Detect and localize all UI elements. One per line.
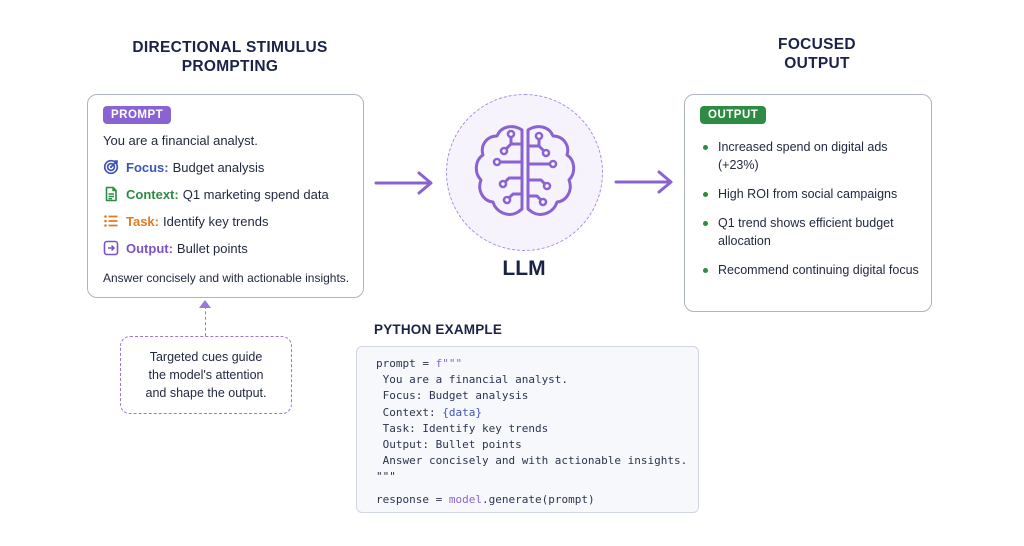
prompt-tag: PROMPT: [103, 106, 172, 124]
llm-circle: [446, 94, 603, 251]
code-text: prompt = f""" You are a financial analys…: [376, 356, 687, 508]
code-line: Task: Identify key trends: [376, 421, 549, 435]
focus-label: Focus:: [126, 159, 169, 175]
focus-row: Focus: Budget analysis: [103, 159, 264, 175]
task-value: Identify key trends: [163, 213, 269, 229]
list-item: Recommend continuing digital focus: [699, 261, 921, 279]
output-bullet-list: Increased spend on digital ads (+23%) Hi…: [699, 138, 921, 290]
code-block: prompt = f""" You are a financial analys…: [356, 346, 699, 513]
output-tag: OUTPUT: [700, 106, 767, 124]
prompt-intro: You are a financial analyst.: [103, 133, 258, 148]
cue-arrowhead-icon: [199, 300, 211, 308]
context-row: Context: Q1 marketing spend data: [103, 186, 329, 202]
output-box-icon: [103, 240, 119, 256]
diagram-title: DIRECTIONAL STIMULUS PROMPTING: [132, 39, 328, 75]
code-line: Focus: Budget analysis: [376, 389, 529, 403]
output-label: Output:: [126, 240, 173, 256]
target-icon: [103, 159, 119, 175]
list-item: Q1 trend shows efficient budget allocati…: [699, 214, 921, 250]
output-value: Bullet points: [176, 240, 248, 256]
prompt-closing: Answer concisely and with actionable ins…: [103, 271, 350, 285]
cue-note: Targeted cues guide the model's attentio…: [120, 336, 292, 414]
output-title: FOCUSED OUTPUT: [778, 36, 856, 72]
code-line: You are a financial analyst.: [376, 373, 569, 387]
output-card: OUTPUT Increased spend on digital ads (+…: [684, 94, 932, 312]
document-icon: [105, 186, 117, 202]
arrow-right-icon: [374, 171, 433, 195]
task-label: Task:: [126, 213, 159, 229]
focus-value: Budget analysis: [172, 159, 265, 175]
code-line: response = model.generate(prompt): [376, 492, 595, 506]
output-row: Output: Bullet points: [103, 240, 248, 256]
code-line: Answer concisely and with actionable ins…: [376, 454, 688, 468]
list-icon: [104, 215, 118, 227]
list-item: Increased spend on digital ads (+23%): [699, 138, 921, 174]
list-item: High ROI from social campaigns: [699, 185, 921, 203]
python-example-title: PYTHON EXAMPLE: [374, 322, 503, 337]
arrow-right-icon: [614, 170, 673, 194]
context-label: Context:: [126, 186, 179, 202]
task-row: Task: Identify key trends: [103, 213, 269, 229]
code-line: Output: Bullet points: [376, 438, 522, 452]
llm-label: LLM: [502, 257, 546, 280]
code-line: """: [376, 470, 396, 484]
prompt-card: PROMPT You are a financial analyst. Focu…: [87, 94, 364, 298]
code-line: Context: {data}: [376, 405, 482, 419]
brain-circuit-icon: [474, 125, 576, 216]
cue-connector: [205, 306, 206, 336]
context-value: Q1 marketing spend data: [182, 186, 329, 202]
code-line: prompt = f""": [376, 357, 463, 370]
